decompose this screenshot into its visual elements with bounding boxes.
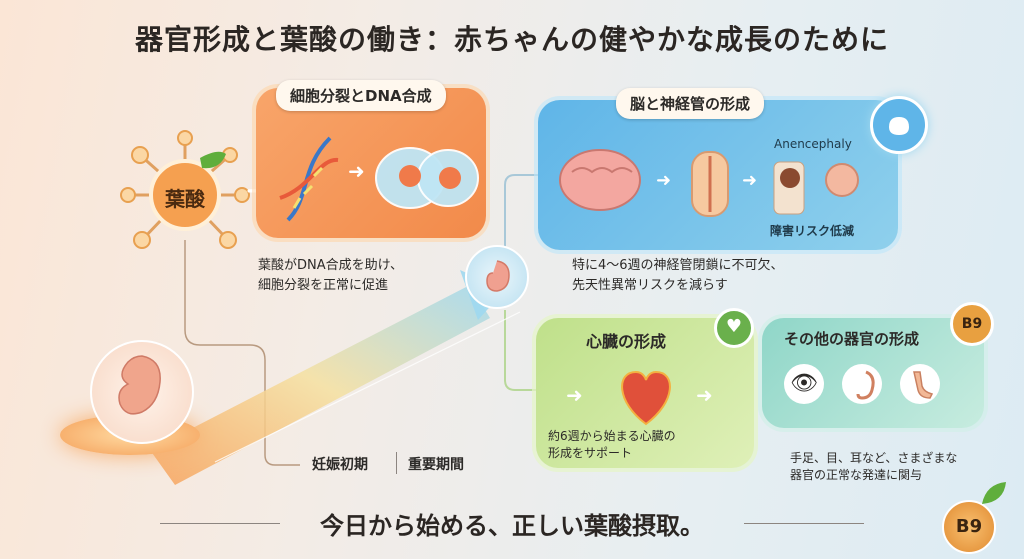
folate-molecule: 葉酸: [120, 130, 250, 260]
heart-icon: ♥: [714, 308, 754, 348]
cell-division-description: 葉酸がDNA合成を助け、 細胞分裂を正常に促進: [258, 258, 403, 293]
page-title: 器官形成と葉酸の働き：赤ちゃんの健やかな成長のために: [134, 23, 889, 56]
cell-division-label: 細胞分裂とDNA合成: [276, 80, 446, 111]
heart-label: 心臓の形成: [586, 332, 667, 351]
heart-panel: 心臓の形成 ➜ ➜ 約6週から始まる心臓の 形成をサポート: [536, 318, 754, 468]
dna-cell-illustration: ➜: [279, 136, 479, 222]
svg-text:➜: ➜: [566, 383, 583, 407]
svg-text:➜: ➜: [742, 170, 757, 191]
foot-icon: [900, 364, 940, 404]
risk-label: 障害リスク低減: [770, 224, 855, 238]
neural-tube-label: 脳と神経管の形成: [616, 88, 765, 119]
timeline-early: 妊娠初期: [312, 457, 368, 473]
other-organs-description: 手足、目、耳など、さまざまな 器官の正常な発達に関与: [790, 451, 958, 482]
footer-line-left: [160, 523, 280, 524]
heart-description: 約6週から始まる心臓の 形成をサポート: [548, 429, 676, 460]
other-organs-label: その他の器官の形成: [784, 330, 920, 348]
eye-icon: 👁: [784, 364, 824, 404]
heart-illustration: ➜ ➜: [566, 370, 713, 426]
leaf-icon: [982, 482, 1006, 504]
footer-line-right: [744, 523, 864, 524]
svg-text:➜: ➜: [696, 383, 713, 407]
brain-icon: [870, 96, 928, 154]
folate-label: 葉酸: [165, 187, 205, 211]
fetus-icon: [90, 340, 194, 444]
other-organs-panel: その他の器官の形成 👁: [762, 318, 984, 428]
svg-text:➜: ➜: [656, 170, 671, 191]
neural-tube-description: 特に4〜6週の神経管閉鎖に不可欠、 先天性異常リスクを減らす: [572, 258, 784, 293]
timeline-important: 重要期間: [408, 457, 464, 473]
b9-badge: B9: [950, 302, 994, 346]
timeline-divider: [396, 452, 397, 474]
cell-division-panel: 細胞分裂とDNA合成 ➜: [256, 80, 486, 238]
svg-text:➜: ➜: [348, 159, 365, 183]
brain-illustration: ➜ ➜: [559, 149, 859, 217]
ear-icon: [842, 364, 882, 404]
footer-slogan: 今日から始める、正しい葉酸摂取。: [320, 511, 704, 540]
anencephaly-label: Anencephaly: [774, 137, 852, 151]
fetus-bubble-icon: [465, 245, 529, 309]
neural-tube-panel: 脳と神経管の形成 ➜ ➜ Anencephaly 障害リスク低減: [538, 88, 898, 250]
b9-corner-badge: B9: [942, 500, 996, 554]
